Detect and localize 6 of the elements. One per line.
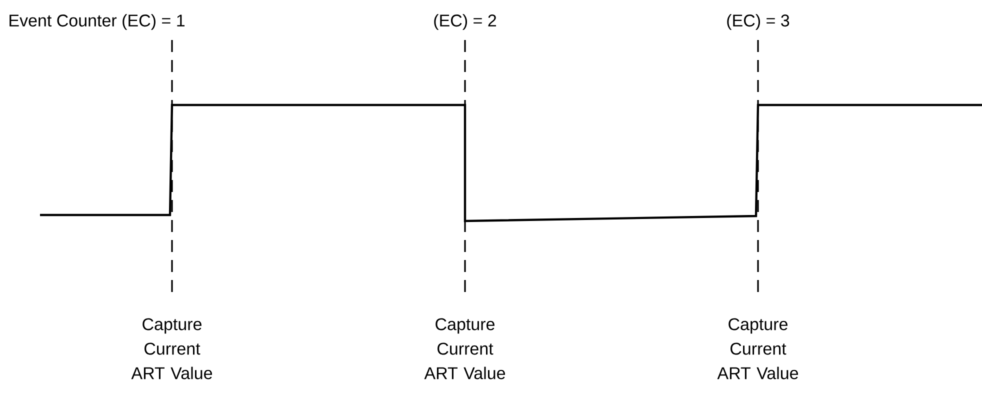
event-counter-label: (EC) = 3 [727,14,790,30]
capture-note: Capture Current ART Value [424,318,506,380]
event-counter-label: Event Counter (EC) = 1 [10,14,185,30]
capture-note: Capture Current ART Value [717,318,798,380]
capture-note: Capture Current ART Value [131,318,212,380]
event-counter-label: (EC) = 2 [434,14,496,30]
